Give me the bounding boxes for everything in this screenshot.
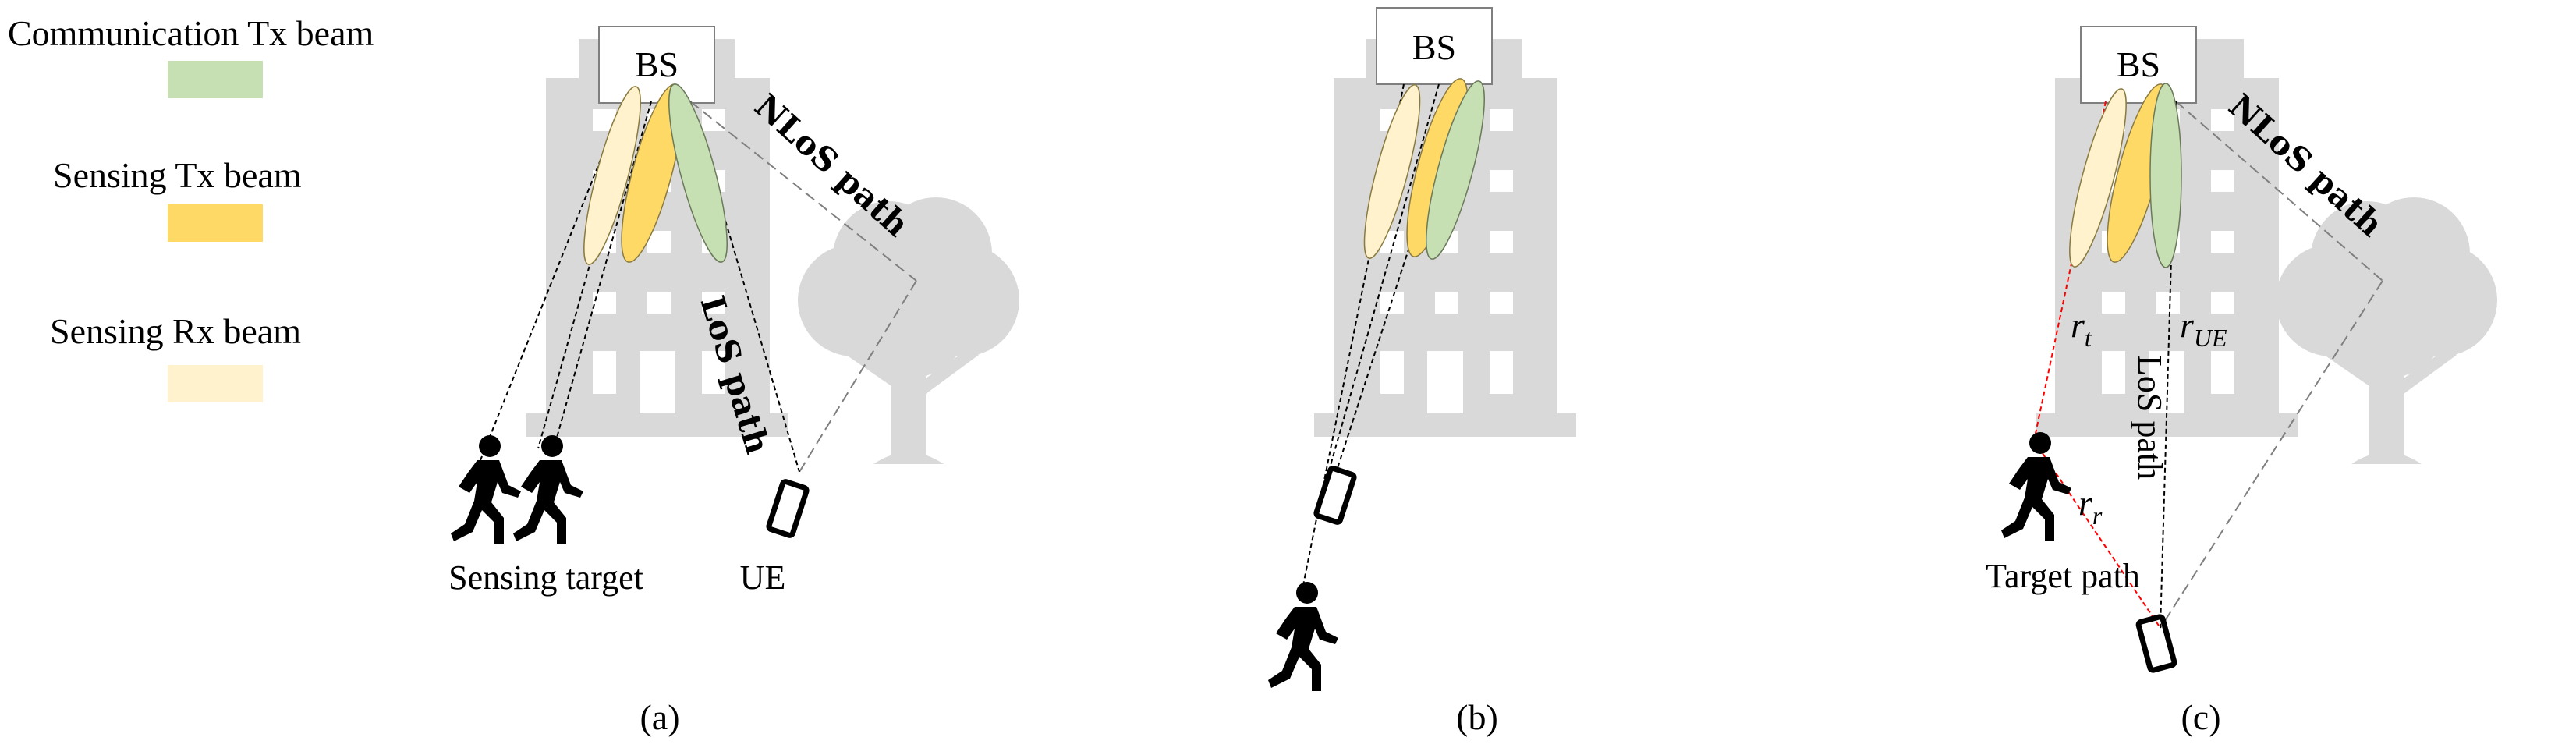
target-path-label: Target path — [1986, 557, 2140, 595]
legend-sensing-tx-label: Sensing Tx beam — [53, 155, 302, 195]
legend-comm-tx-label: Communication Tx beam — [8, 13, 374, 53]
panel-caption: (c) — [2181, 697, 2220, 737]
legend: Communication Tx beam Sensing Tx beam Se… — [8, 13, 374, 402]
panel-caption: (a) — [640, 697, 679, 737]
walking-person-icon — [451, 435, 521, 544]
comm-tx-beam — [1426, 80, 1485, 260]
bs-box — [2080, 26, 2197, 104]
tree-icon — [2276, 197, 2497, 464]
r-r-label: rr — [2078, 483, 2103, 530]
panel-c: BS NLoS path LoS path rt rUE rr Target p… — [1986, 26, 2497, 737]
legend-comm-tx-swatch — [168, 61, 263, 98]
walking-person-icon — [513, 435, 583, 544]
sensing-path-line — [537, 101, 636, 449]
comm-path-line — [1337, 83, 1463, 469]
walking-person-icon — [2001, 432, 2071, 541]
nlos-path-label: NLoS path — [747, 87, 916, 244]
bs-label: BS — [1412, 27, 1456, 67]
bs-label: BS — [635, 44, 679, 84]
nlos-path-line — [2160, 280, 2383, 629]
target-path-line — [2033, 440, 2161, 629]
ue-label: UE — [740, 558, 786, 597]
phone-icon — [768, 481, 807, 537]
panel-b: BS (b) — [1268, 7, 1576, 737]
sensing-rx-beam — [2069, 88, 2127, 268]
tree-icon — [798, 197, 1019, 464]
sensing-target-label: Sensing target — [448, 558, 643, 597]
panel-a: BS NLoS path LoS path Sensing target UE … — [448, 26, 1019, 737]
sensing-rx-beam — [583, 86, 641, 265]
bs-box — [1376, 7, 1493, 85]
r-t-label: rt — [2071, 305, 2092, 352]
nlos-path-line — [2175, 101, 2383, 282]
nlos-path-line — [799, 280, 917, 473]
sensing-path-line — [553, 101, 652, 449]
los-path-label: LoS path — [2131, 355, 2169, 480]
legend-sensing-rx-swatch — [168, 365, 263, 402]
phone-icon — [1316, 468, 1355, 523]
phone-icon — [2138, 616, 2174, 671]
comm-tx-beam — [668, 83, 728, 263]
legend-sensing-rx-label: Sensing Rx beam — [50, 311, 301, 351]
sensing-rx-beam — [1363, 84, 1421, 259]
panel-caption: (b) — [1456, 697, 1498, 737]
comm-tx-beam — [2149, 83, 2182, 268]
bs-label: BS — [2117, 44, 2160, 84]
legend-sensing-tx-swatch — [168, 204, 263, 242]
sensing-path-line — [1329, 83, 1440, 469]
r-ue-label: rUE — [2180, 305, 2227, 352]
walking-person-icon — [1268, 582, 1338, 691]
bs-box — [598, 26, 715, 104]
